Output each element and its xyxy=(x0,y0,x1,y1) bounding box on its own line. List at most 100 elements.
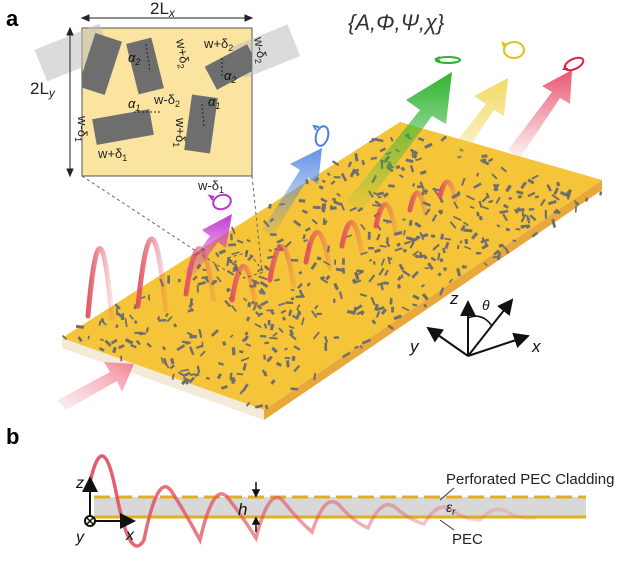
label-w-plus-d2-top: w+δ2 xyxy=(171,37,193,70)
meta-atom xyxy=(442,247,446,254)
meta-atom xyxy=(232,260,238,265)
meta-atom xyxy=(205,376,210,380)
label-w-minus-d2-mid: w-δ2 xyxy=(153,92,180,109)
meta-atom xyxy=(457,244,460,250)
meta-atom xyxy=(275,361,282,367)
meta-atom xyxy=(260,300,269,307)
meta-atom xyxy=(531,174,539,180)
axis-a-y: y xyxy=(409,337,420,356)
meta-atom xyxy=(361,338,372,345)
meta-atom xyxy=(110,338,118,345)
panel-b-label: b xyxy=(6,424,19,449)
meta-atom xyxy=(368,274,376,283)
meta-atom xyxy=(464,245,472,250)
meta-atom xyxy=(516,190,524,195)
meta-atom xyxy=(476,172,480,177)
meta-atom xyxy=(189,334,197,339)
meta-atom xyxy=(75,324,85,329)
meta-atom xyxy=(247,301,252,308)
meta-atom xyxy=(293,219,302,227)
meta-atom xyxy=(379,147,387,153)
meta-atom xyxy=(460,177,466,186)
meta-atom xyxy=(440,135,448,142)
alpha2-top: α2 xyxy=(128,50,140,67)
meta-atom xyxy=(546,184,552,192)
meta-atom xyxy=(473,182,482,189)
meta-atom xyxy=(499,209,509,214)
meta-atom xyxy=(147,294,151,301)
meta-atom xyxy=(531,231,539,238)
meta-atom xyxy=(380,282,384,291)
meta-atom xyxy=(503,203,509,209)
meta-atom xyxy=(389,136,394,142)
meta-atom xyxy=(444,241,450,250)
meta-atom xyxy=(244,331,249,336)
meta-atom xyxy=(199,350,206,357)
meta-atom xyxy=(389,297,393,305)
meta-atom xyxy=(403,240,411,245)
meta-atom xyxy=(480,205,489,210)
meta-atom xyxy=(432,243,440,251)
meta-atom xyxy=(520,213,527,223)
meta-atom xyxy=(114,303,121,310)
meta-atom xyxy=(372,204,381,207)
axis-a-theta: θ xyxy=(482,297,490,313)
meta-atom xyxy=(482,158,487,164)
meta-atom xyxy=(460,224,466,232)
meta-atom xyxy=(401,306,410,312)
meta-atom xyxy=(100,338,104,342)
meta-atom xyxy=(272,332,278,338)
meta-atom xyxy=(360,223,366,231)
meta-atom xyxy=(228,243,237,247)
axes-a xyxy=(426,298,530,357)
meta-atom xyxy=(167,275,171,284)
meta-atom xyxy=(245,316,251,322)
meta-atom xyxy=(320,197,328,203)
parameter-set: {A,Φ,Ψ,χ} xyxy=(348,10,445,35)
meta-atom xyxy=(231,251,240,256)
meta-atom xyxy=(182,371,191,378)
meta-atom xyxy=(276,238,284,244)
meta-atom xyxy=(231,347,236,356)
meta-atom xyxy=(380,258,386,266)
meta-atom xyxy=(288,309,293,317)
meta-atom xyxy=(173,323,178,328)
meta-atom xyxy=(273,278,280,282)
meta-atom xyxy=(387,324,395,331)
meta-atom xyxy=(278,302,286,307)
meta-atom xyxy=(478,215,484,221)
meta-atom xyxy=(359,345,363,349)
meta-atom xyxy=(373,261,376,265)
polarization-blue xyxy=(312,124,330,147)
meta-atom xyxy=(423,303,428,308)
meta-atom xyxy=(409,165,415,173)
meta-atom xyxy=(376,306,385,312)
meta-atom xyxy=(547,199,557,206)
meta-atom xyxy=(269,323,275,331)
meta-atom xyxy=(471,232,479,240)
alpha1-right: α1 xyxy=(208,94,220,111)
meta-atom xyxy=(520,181,527,190)
meta-atom xyxy=(216,373,222,380)
meta-atom xyxy=(341,351,351,359)
meta-atom xyxy=(427,262,434,271)
meta-atom xyxy=(313,373,317,381)
meta-atom xyxy=(449,221,457,229)
meta-atom xyxy=(354,345,359,349)
meta-atom xyxy=(177,278,181,283)
meta-atom xyxy=(296,307,302,315)
meta-atom xyxy=(493,249,500,256)
meta-atom xyxy=(584,197,589,202)
meta-atom xyxy=(521,209,524,217)
meta-atom xyxy=(513,208,519,214)
meta-atom xyxy=(416,235,420,239)
scattered-beams xyxy=(184,70,572,278)
meta-atom xyxy=(170,358,175,365)
axis-b-x: x xyxy=(125,527,135,544)
meta-atom xyxy=(246,238,251,243)
meta-atom xyxy=(527,178,535,185)
meta-atom xyxy=(487,157,494,163)
meta-atom xyxy=(480,238,490,244)
meta-atom xyxy=(444,237,451,241)
meta-atom xyxy=(437,272,442,277)
